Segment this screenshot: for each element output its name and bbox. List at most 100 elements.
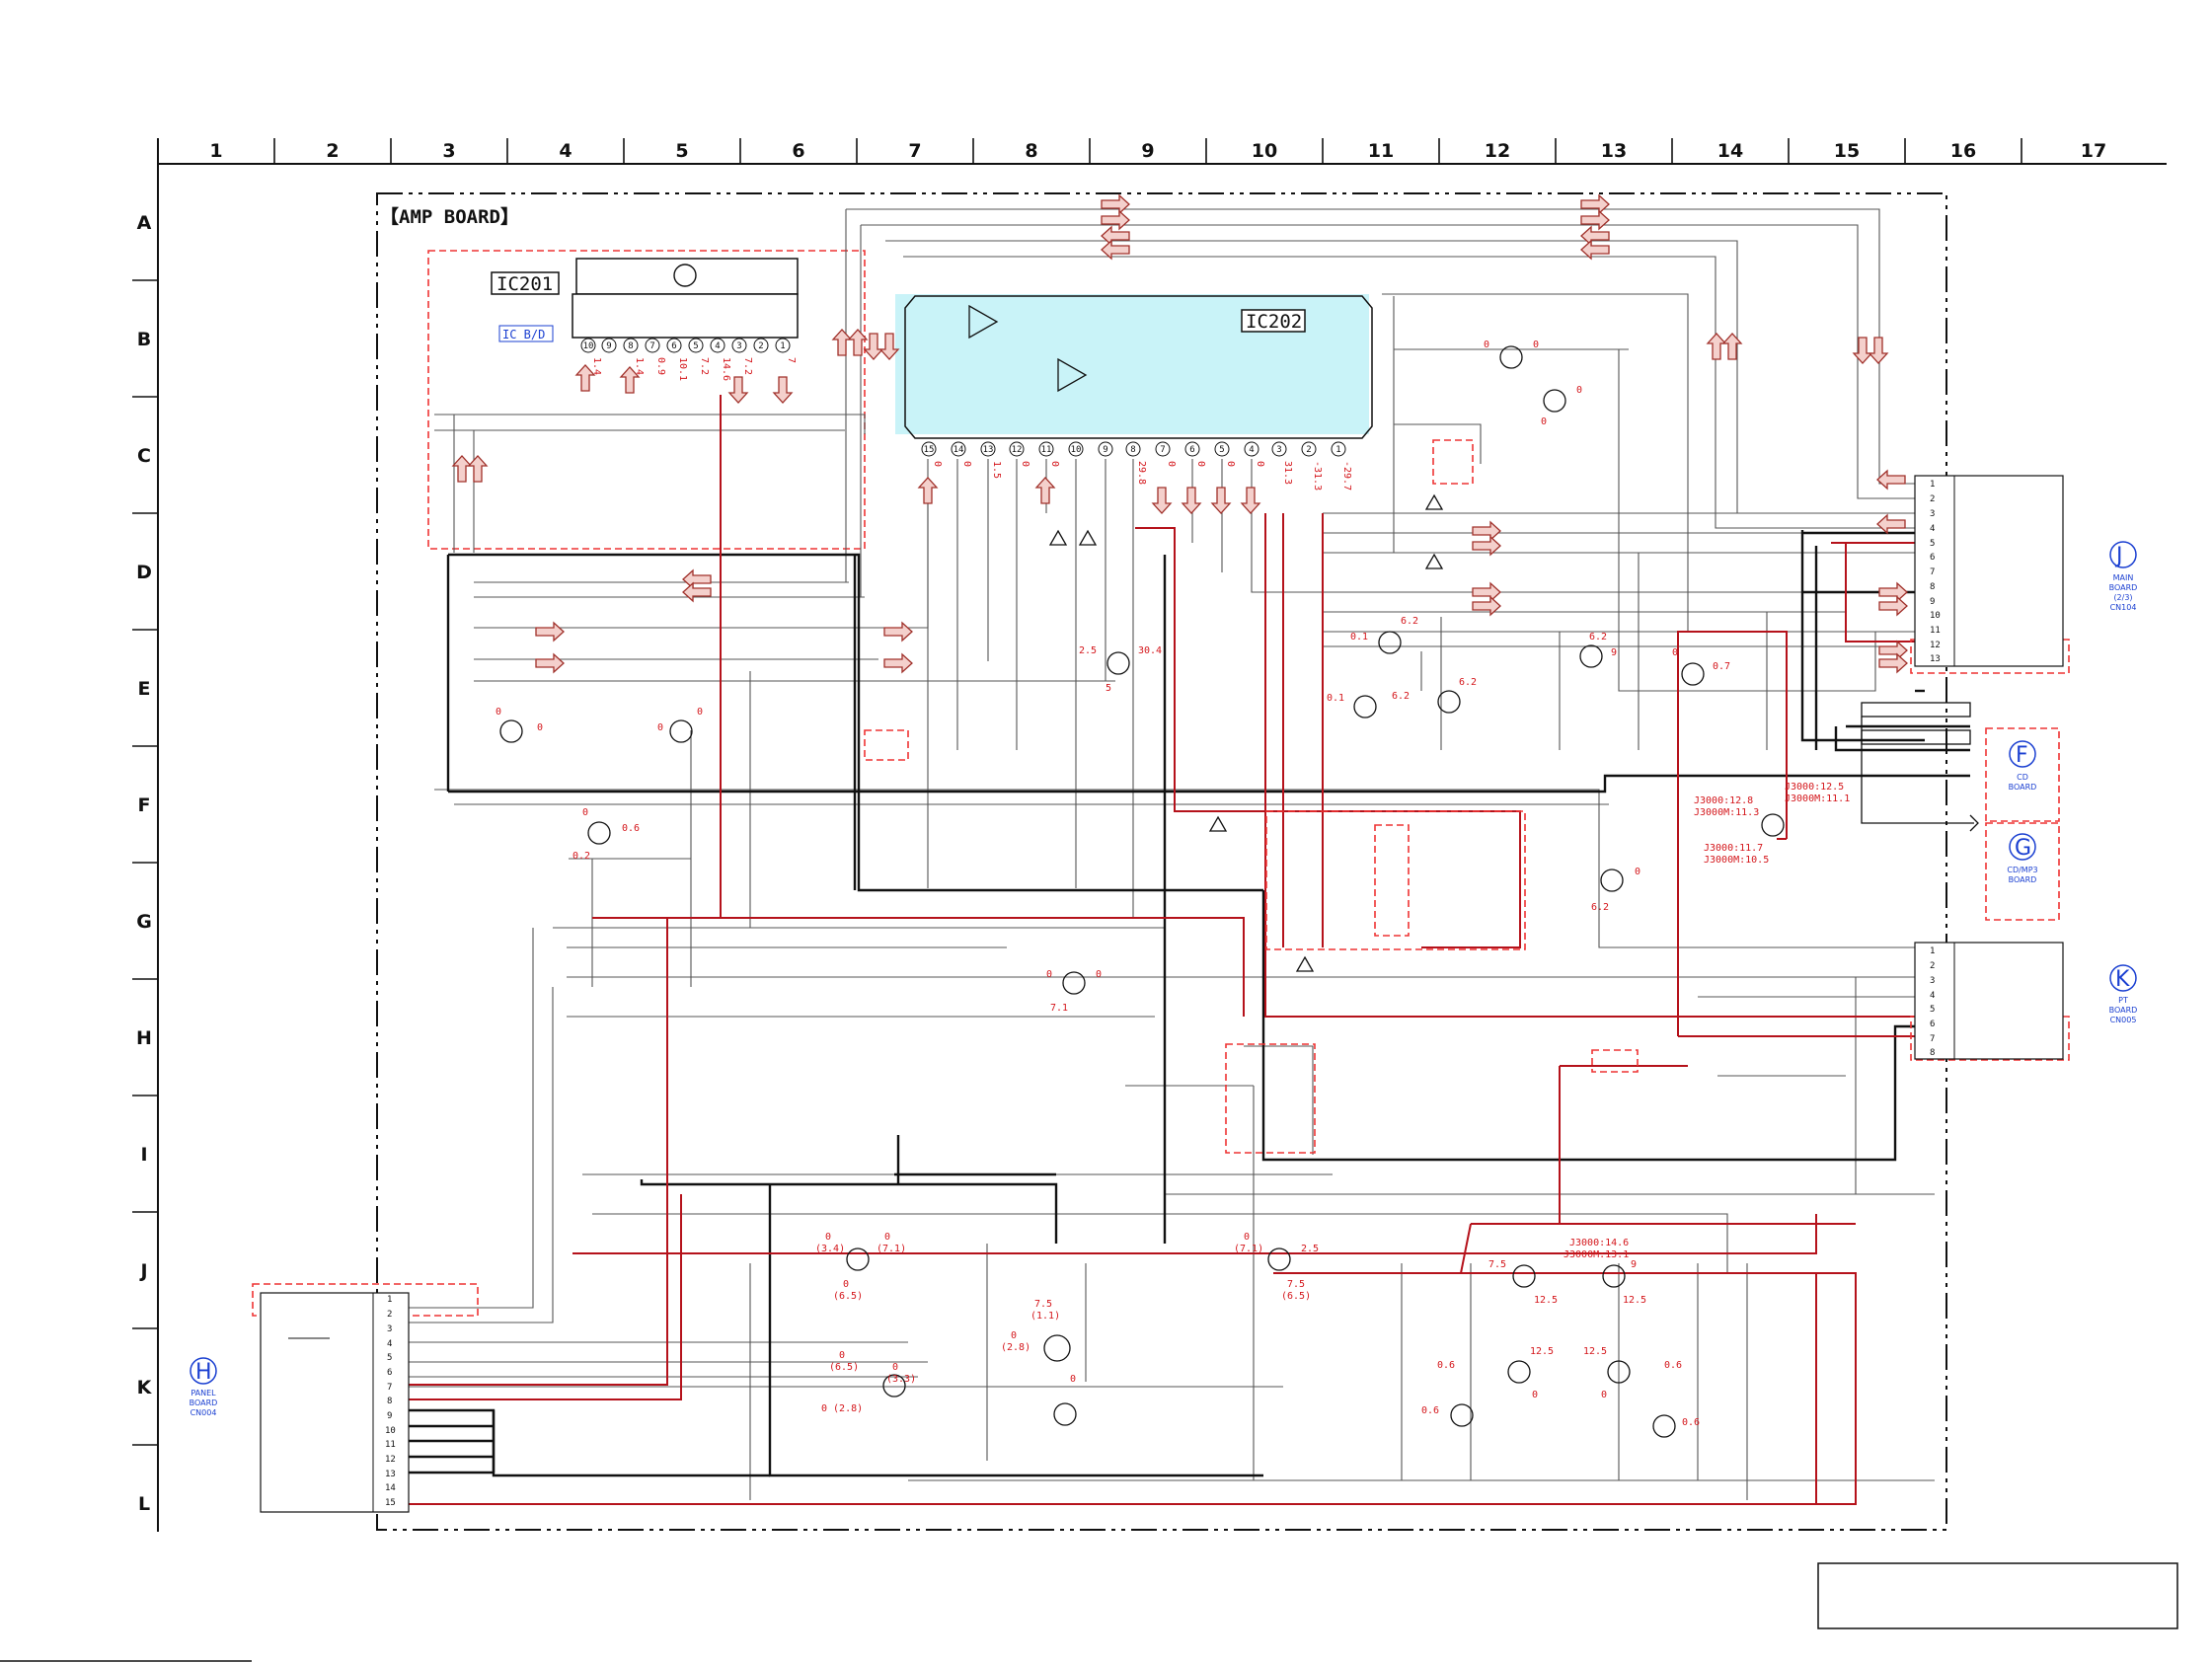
ic202-pin-10: 10 xyxy=(1071,445,1082,455)
connector-k-label-2: BOARD xyxy=(2109,1006,2138,1015)
v-j3-f: 12.5 xyxy=(1623,1295,1646,1306)
v-j3-a: 7.5 xyxy=(1488,1259,1506,1270)
ic202-v-15: 0 xyxy=(932,461,943,467)
col-6: 6 xyxy=(792,140,804,162)
v-k2-a: 7.5 xyxy=(1034,1299,1052,1310)
h-pin-15: 15 xyxy=(385,1498,396,1508)
fg-leads xyxy=(1861,702,1979,832)
h-pin-5: 5 xyxy=(387,1353,392,1363)
ic202-pin-9: 9 xyxy=(1103,445,1107,455)
connector-h-label-3: CN004 xyxy=(191,1408,217,1417)
ic202-pin-5: 5 xyxy=(1219,445,1224,455)
v-k1-a: 0 xyxy=(839,1350,845,1361)
v-j3-e: 9 xyxy=(1631,1259,1637,1270)
v-e6-c: 9 xyxy=(1611,647,1617,658)
v-j1-b: (3.4) xyxy=(815,1244,845,1254)
col-17: 17 xyxy=(2081,140,2106,162)
col-10: 10 xyxy=(1252,140,1277,162)
k-pin-7: 7 xyxy=(1930,1034,1935,1044)
v-k1-d: (3.3) xyxy=(886,1374,916,1385)
connector-j: 1 2 3 4 5 6 7 8 9 10 11 12 13 J MAIN BOA… xyxy=(1914,475,2138,667)
v-h1-e: 7.1 xyxy=(1050,1003,1068,1014)
ic201-pin-3: 3 xyxy=(736,341,741,351)
v-j3-d: J3000M:13.1 xyxy=(1564,1249,1629,1260)
warning-icon xyxy=(1048,529,1068,546)
col-16: 16 xyxy=(1950,140,1976,162)
ic201-pin-8: 8 xyxy=(628,341,633,351)
ic202-v-8: 29.8 xyxy=(1136,461,1147,485)
ic201-v-7: 0.9 xyxy=(655,357,666,375)
ic202-block: IC202 15 14 13 12 11 10 9 8 7 6 5 4 3 2 … xyxy=(895,294,1373,491)
ic202-v-12: 0 xyxy=(1020,461,1030,467)
k-pin-5: 5 xyxy=(1930,1005,1935,1015)
v-e5-b: 0.1 xyxy=(1327,693,1344,704)
v-e1-b: 0 xyxy=(496,707,501,718)
note-box xyxy=(1817,1562,2178,1629)
row-g: G xyxy=(136,911,152,933)
ic201-v-5: 7.2 xyxy=(699,357,710,375)
v-g1-s: 6.2 xyxy=(1591,902,1609,913)
j-pin-5: 5 xyxy=(1930,539,1935,549)
ic201-pin-10: 10 xyxy=(583,341,594,351)
v-k2-c: 0 xyxy=(1011,1330,1017,1341)
h-pin-9: 9 xyxy=(387,1411,392,1421)
ic201-block: IC201 IC B/D 10 9 8 7 6 5 4 3 2 1 1.4 1.… xyxy=(427,250,866,550)
connector-g: G CD/MP3 BOARD xyxy=(2007,833,2038,884)
connector-f-label-2: BOARD xyxy=(2009,783,2037,792)
ic202-v-13: 1.5 xyxy=(991,461,1002,479)
connector-g-label-2: BOARD xyxy=(2009,875,2037,884)
v-e2-b: 0 xyxy=(657,722,663,733)
row-h: H xyxy=(136,1027,152,1049)
j-pin-10: 10 xyxy=(1930,611,1941,621)
v-f2-f: J3000M:10.5 xyxy=(1704,855,1769,866)
k-pin-2: 2 xyxy=(1930,961,1935,971)
v-j3-c: J3000:14.6 xyxy=(1569,1238,1629,1248)
v-j1-f: (6.5) xyxy=(833,1291,863,1302)
v-k3-e: 12.5 xyxy=(1583,1346,1607,1357)
v-f2-e: J3000:11.7 xyxy=(1704,843,1763,854)
j-pin-12: 12 xyxy=(1930,641,1941,650)
ic202-v-3: 31.3 xyxy=(1282,461,1293,485)
v-j2-e: (6.5) xyxy=(1281,1291,1311,1302)
ic201-v-3: 7.2 xyxy=(742,357,753,375)
v-f2-c: J3000:12.5 xyxy=(1785,782,1844,793)
col-9: 9 xyxy=(1141,140,1154,162)
ic201-pin-2: 2 xyxy=(758,341,763,351)
h-pin-11: 11 xyxy=(385,1440,396,1450)
v-e6-b: 6.2 xyxy=(1589,632,1607,643)
j-pin-6: 6 xyxy=(1930,553,1935,563)
k-pin-6: 6 xyxy=(1930,1020,1935,1029)
ic202-v-5: 0 xyxy=(1225,461,1236,467)
v-k3-f: 0.6 xyxy=(1664,1360,1682,1371)
v-j2-d: 7.5 xyxy=(1287,1279,1305,1290)
ic202-pin-2: 2 xyxy=(1306,445,1311,455)
ic202-pin-6: 6 xyxy=(1189,445,1194,455)
col-2: 2 xyxy=(326,140,339,162)
ic201-pin-5: 5 xyxy=(693,341,698,351)
board-title: 【AMP BOARD】 xyxy=(380,205,519,228)
col-13: 13 xyxy=(1601,140,1627,162)
h-pin-13: 13 xyxy=(385,1470,396,1479)
grid-frame: 1 2 3 4 5 6 7 8 9 10 11 12 13 14 15 16 1… xyxy=(132,138,2167,1532)
connector-f-letter: F xyxy=(2016,743,2028,768)
board-outline xyxy=(376,192,1947,1531)
v-k1-b: (6.5) xyxy=(829,1362,859,1373)
transistor-voltages: 0 0 0 0 0 0 0 0 0 0.6 0.2 2.5 30.4 5 0.1… xyxy=(496,340,1850,1428)
j-pin-4: 4 xyxy=(1930,524,1935,534)
signal-arrows xyxy=(451,193,1908,674)
ic202-pin-12: 12 xyxy=(1012,445,1023,455)
ic201-pin-7: 7 xyxy=(649,341,654,351)
ic201-v-8: 1.4 xyxy=(634,357,645,375)
ic202-pin-13: 13 xyxy=(983,445,994,455)
connector-j-label-2: BOARD xyxy=(2109,583,2138,592)
j-pin-9: 9 xyxy=(1930,597,1935,607)
ic202-v-7: 0 xyxy=(1166,461,1177,467)
v-k1-c: 0 xyxy=(892,1362,898,1373)
ic201-pin-1: 1 xyxy=(780,341,785,351)
v-f2-b: J3000M:11.3 xyxy=(1694,807,1759,818)
h-pin-10: 10 xyxy=(385,1426,396,1436)
ic201-v-6: 10.1 xyxy=(677,357,688,381)
v-k2-b: (1.1) xyxy=(1030,1311,1060,1322)
warning-icon xyxy=(1208,815,1228,832)
k-pin-3: 3 xyxy=(1930,976,1935,986)
